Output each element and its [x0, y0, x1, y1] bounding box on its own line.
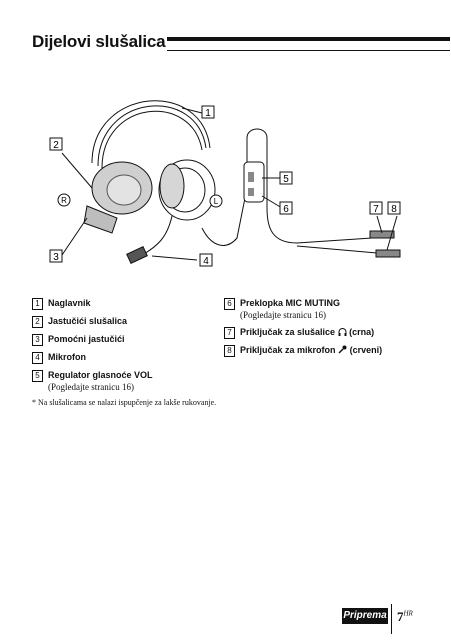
microphone-shape [126, 246, 148, 264]
part-name: Naglavnik [48, 298, 91, 308]
part-number: 4 [32, 352, 43, 364]
callout-1: 1 [201, 105, 215, 119]
list-item: 3 Pomoćni jastučići [32, 334, 222, 346]
svg-text:6: 6 [283, 204, 289, 215]
list-item: 7 Priključak za slušalice (crna) [224, 327, 424, 339]
part-name: Mikrofon [48, 352, 86, 362]
callout-3: 3 [49, 249, 63, 263]
microphone-icon [338, 345, 347, 354]
headphone-plug [369, 230, 395, 239]
page-suffix: HR [403, 609, 413, 618]
part-name: Priključak za slušalice [240, 327, 336, 337]
callout-7: 7 [369, 201, 383, 215]
headband-shape [91, 100, 211, 164]
svg-text:8: 8 [391, 204, 397, 215]
part-note: (Pogledajte stranicu 16) [48, 382, 134, 392]
list-item: 6 Preklopka MIC MUTING (Pogledajte stran… [224, 298, 424, 321]
cable [201, 128, 373, 246]
headphones-icon [338, 328, 347, 336]
page-divider [391, 604, 392, 634]
callout-8: 8 [387, 201, 401, 215]
page-number: 7HR [397, 609, 413, 624]
list-item: 4 Mikrofon [32, 352, 222, 364]
side-label-left: L [209, 194, 223, 208]
svg-text:R: R [61, 196, 67, 205]
part-number: 3 [32, 334, 43, 346]
part-name: Priključak za mikrofon [240, 345, 336, 355]
part-name: Pomoćni jastučići [48, 334, 125, 344]
svg-text:1: 1 [205, 108, 211, 119]
part-number: 6 [224, 298, 235, 310]
part-number: 7 [224, 327, 235, 339]
svg-text:3: 3 [53, 252, 59, 263]
callout-4: 4 [199, 253, 213, 267]
svg-text:L: L [214, 197, 219, 206]
callout-2: 2 [49, 137, 63, 151]
callout-5: 5 [279, 171, 293, 185]
list-item: 5 Regulator glasnoće VOL (Pogledajte str… [32, 370, 222, 393]
header: Dijelovi slušalica [32, 28, 450, 60]
svg-text:5: 5 [283, 174, 289, 185]
aux-cushion [83, 205, 118, 234]
callout-6: 6 [279, 201, 293, 215]
svg-text:4: 4 [203, 256, 209, 267]
list-item: 1 Naglavnik [32, 298, 222, 310]
part-suffix: (crveni) [349, 345, 383, 355]
svg-text:2: 2 [53, 140, 59, 151]
headband-inner-shape [101, 110, 203, 169]
list-item: 8 Priključak za mikrofon (crveni) [224, 345, 424, 357]
part-number: 1 [32, 298, 43, 310]
part-note: (Pogledajte stranicu 16) [240, 310, 326, 320]
list-item: 2 Jastučići slušalica [32, 316, 222, 328]
page-title: Dijelovi slušalica [32, 32, 166, 51]
part-number: 8 [224, 345, 235, 357]
part-name: Preklopka MIC MUTING [240, 298, 341, 308]
section-tab: Priprema [342, 608, 388, 624]
parts-list-right: 6 Preklopka MIC MUTING (Pogledajte stran… [224, 298, 424, 363]
mic-plug [375, 249, 401, 258]
part-number: 2 [32, 316, 43, 328]
part-name: Regulator glasnoće VOL [48, 370, 153, 380]
side-label-right: R [57, 193, 71, 207]
svg-text:7: 7 [373, 204, 379, 215]
part-name: Jastučići slušalica [48, 316, 128, 326]
title-rule [167, 37, 450, 51]
footnote: * Na slušalicama se nalazi ispupčenje za… [32, 398, 217, 407]
part-suffix: (crna) [349, 327, 375, 337]
headset-diagram: 1 2 3 4 5 6 7 8 R L [49, 100, 401, 267]
mic-boom [143, 215, 173, 255]
parts-list-left: 1 Naglavnik 2 Jastučići slušalica 3 Pomo… [32, 298, 222, 399]
part-number: 5 [32, 370, 43, 382]
